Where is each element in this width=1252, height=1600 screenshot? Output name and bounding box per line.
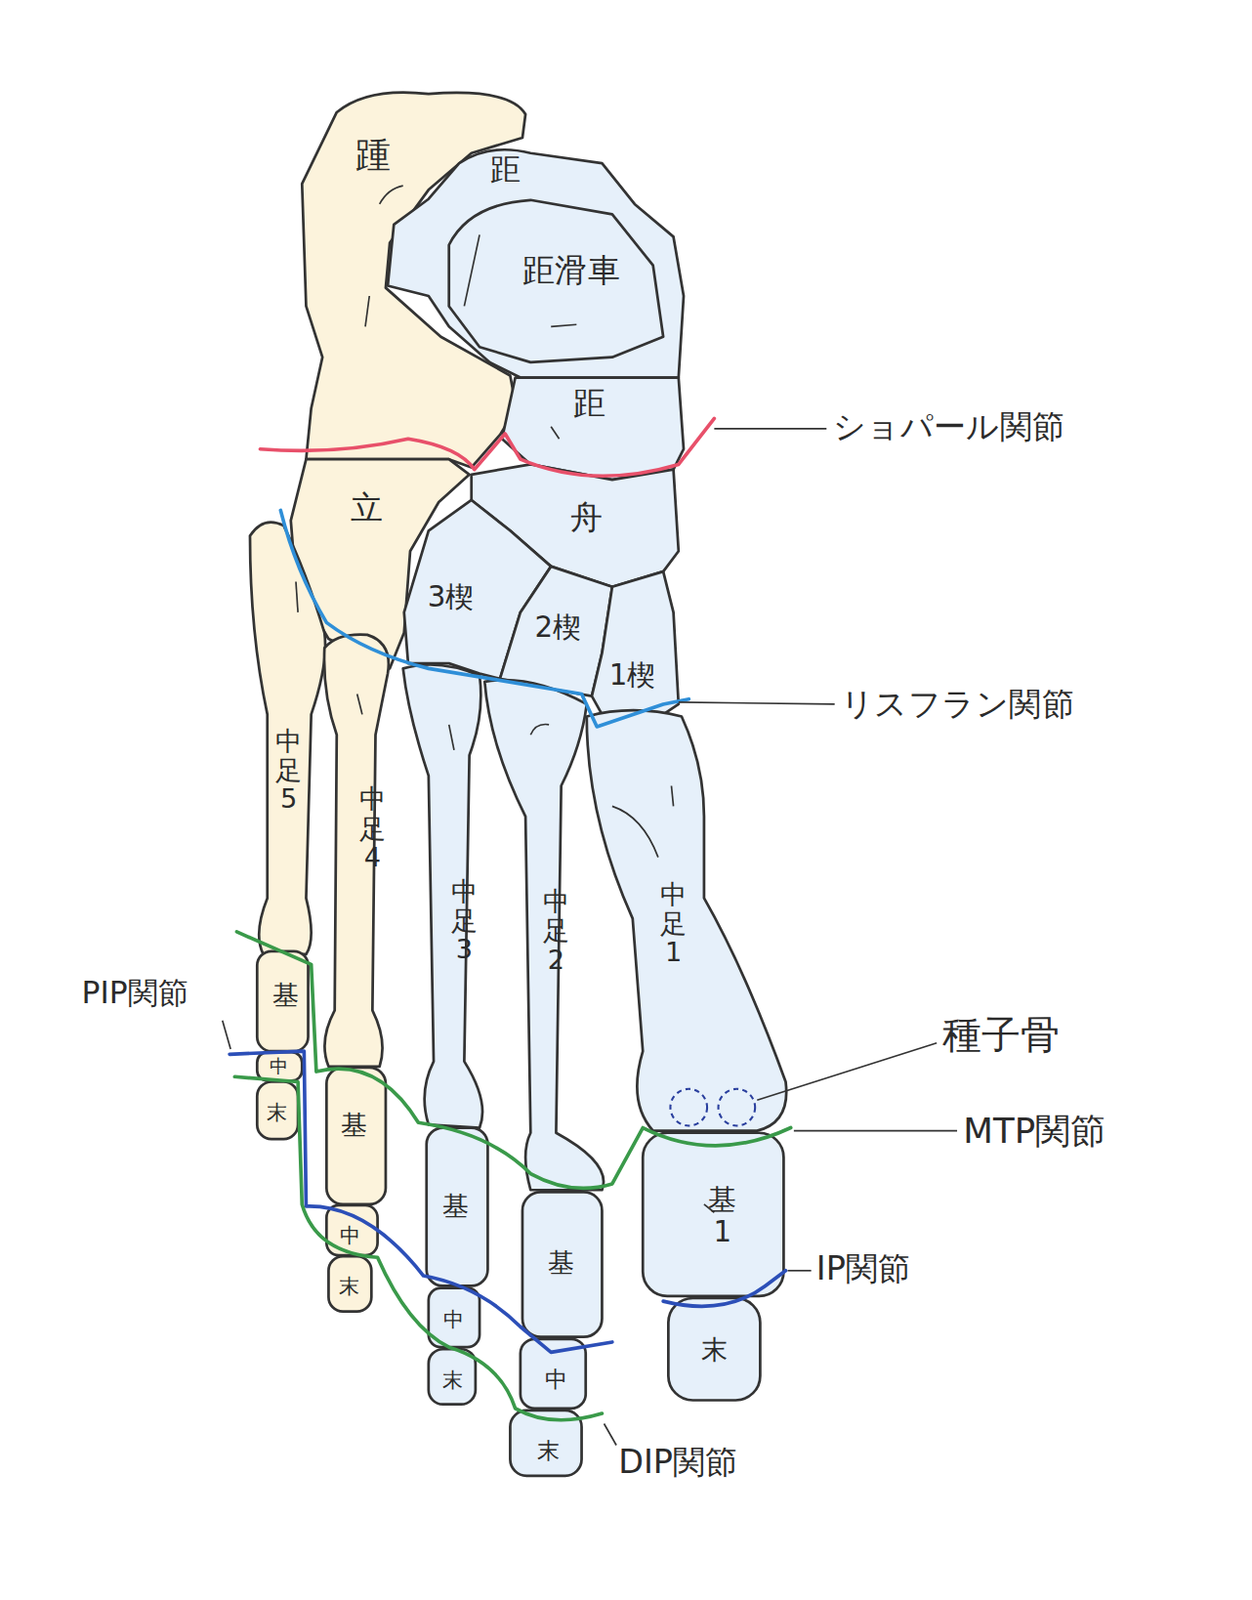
bone-label: 末 [266,1100,288,1124]
bone-label: 中 [443,1307,464,1331]
bone-label: 基 [272,980,299,1010]
metatarsal-1 [586,709,787,1130]
bone-label: 中足3 [451,876,478,965]
bone-label: 基1 [708,1184,737,1248]
joint-label: IP関節 [816,1250,912,1287]
bone-label: 立 [350,489,383,526]
bone-label: 基 [442,1191,469,1221]
metatarsal-5 [250,522,326,955]
ip-line [663,1270,786,1307]
bone-label: 中足4 [359,784,386,873]
chopart-line [259,417,714,476]
bone-label: 基 [340,1109,368,1139]
bone-label: 中足2 [542,886,570,975]
bone-label: 基 [547,1247,575,1277]
bone-label: 中足1 [660,879,687,968]
joint-label: 種子骨 [942,1014,1059,1058]
bone-label: 中 [269,1055,289,1077]
bone-label: 末 [442,1368,463,1391]
metatarsal-3 [403,664,483,1127]
bone-label: 末 [701,1334,728,1364]
bone-label: 距 [573,384,606,421]
pip-line [229,1050,613,1352]
mtp-line [236,931,791,1188]
bone-label: 距滑車 [522,252,621,290]
joint-label: PIP関節 [82,974,190,1008]
joint-label: リスフラン関節 [840,686,1075,723]
bone-label: 末 [537,1438,560,1463]
bone-label: 舟 [570,499,603,536]
lisfranc-line [280,509,689,727]
bone-label: 中足5 [275,726,302,815]
bone-label: 中 [544,1367,568,1392]
talus [387,149,684,377]
joint-label: MTP関節 [962,1111,1105,1150]
bone-label: 1楔 [609,659,657,691]
joint-label: ショパール関節 [833,408,1066,445]
metatarsal-4 [324,634,389,1067]
bone-label: 距 [490,151,521,185]
joint-label: DIP関節 [618,1443,739,1480]
bone-label: 3楔 [427,581,475,613]
dip-line [234,1076,602,1420]
bone-label: 中 [339,1223,361,1247]
bone-label: 踵 [355,135,391,174]
bone-label: 2楔 [534,611,582,643]
metatarsal-2 [484,679,604,1190]
bone-label: 末 [338,1274,360,1297]
